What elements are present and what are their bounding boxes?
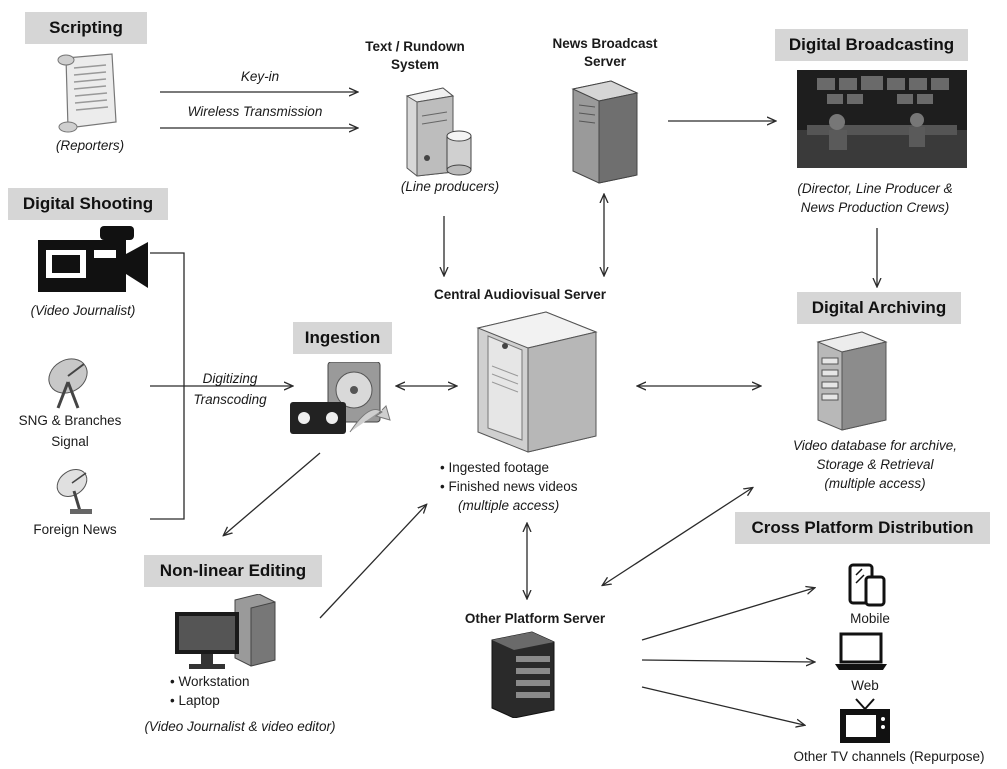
label-wireless: Wireless Transmission	[187, 104, 323, 119]
header-digital-broadcasting: Digital Broadcasting	[775, 29, 968, 61]
title-text-rundown-1: Text / Rundown	[365, 39, 465, 54]
title-other-platform: Other Platform Server	[464, 611, 606, 626]
caption-archive-3: (multiple access)	[824, 476, 926, 491]
caption-web: Web	[851, 678, 879, 693]
laptop-icon	[835, 632, 887, 670]
label-transcoding: Transcoding	[193, 392, 267, 407]
header-digital-shooting: Digital Shooting	[8, 188, 168, 220]
archive-server-icon	[816, 331, 888, 431]
central-list-item-2: • Finished news videos	[440, 479, 578, 494]
central-server-icon	[476, 311, 598, 453]
script-scroll-icon	[57, 53, 117, 133]
arrow-ingestion-to-editing	[224, 452, 321, 535]
mobile-icon	[848, 563, 886, 607]
header-nonlinear-editing: Non-linear Editing	[144, 555, 322, 587]
caption-line-producers: (Line producers)	[400, 179, 500, 194]
editing-list-item-2: • Laptop	[170, 693, 220, 708]
broadcast-server-icon	[571, 80, 639, 184]
foreign-news-dish-icon	[56, 469, 92, 514]
central-list-item-3: (multiple access)	[458, 498, 560, 513]
caption-archive-2: Storage & Retrieval	[816, 457, 934, 472]
caption-sng-2: Signal	[51, 434, 89, 449]
caption-foreign-news: Foreign News	[33, 522, 117, 537]
arrow-other-archiving	[603, 488, 752, 585]
video-camera-icon	[38, 226, 148, 292]
label-key-in: Key-in	[240, 69, 280, 84]
caption-mobile: Mobile	[850, 611, 890, 626]
label-digitizing: Digitizing	[202, 371, 258, 386]
title-text-rundown-2: System	[390, 57, 440, 72]
title-news-broadcast-1: News Broadcast	[552, 36, 658, 51]
editing-list-item-1: • Workstation	[170, 674, 250, 689]
satellite-dish-icon	[48, 358, 88, 409]
ingestion-media-icon	[290, 362, 391, 434]
header-digital-archiving: Digital Archiving	[797, 292, 961, 324]
caption-director-2: News Production Crews)	[800, 200, 950, 215]
arrow-to-mobile	[641, 588, 814, 641]
rundown-server-icon	[405, 87, 472, 177]
central-list-item-1: • Ingested footage	[440, 460, 550, 475]
title-central-av: Central Audiovisual Server	[433, 287, 607, 302]
arrow-to-tv	[641, 686, 804, 725]
caption-sng-1: SNG & Branches	[18, 413, 122, 428]
title-news-broadcast-2: Server	[583, 54, 627, 69]
caption-video-journalist: (Video Journalist)	[30, 303, 136, 318]
control-room-image	[797, 70, 967, 168]
header-cross-platform: Cross Platform Distribution	[735, 512, 990, 544]
tv-icon	[840, 698, 890, 743]
arrow-editing-to-central	[319, 505, 426, 619]
header-ingestion: Ingestion	[293, 322, 392, 354]
header-scripting: Scripting	[25, 12, 147, 44]
workstation-icon	[175, 594, 276, 669]
caption-archive-1: Video database for archive,	[792, 438, 958, 453]
caption-director-1: (Director, Line Producer &	[797, 181, 953, 196]
arrow-to-web	[641, 660, 814, 662]
caption-editor: (Video Journalist & video editor)	[144, 719, 336, 734]
platform-server-icon	[491, 631, 555, 718]
caption-other-tv: Other TV channels (Repurpose)	[793, 749, 985, 764]
caption-reporters: (Reporters)	[55, 138, 125, 153]
